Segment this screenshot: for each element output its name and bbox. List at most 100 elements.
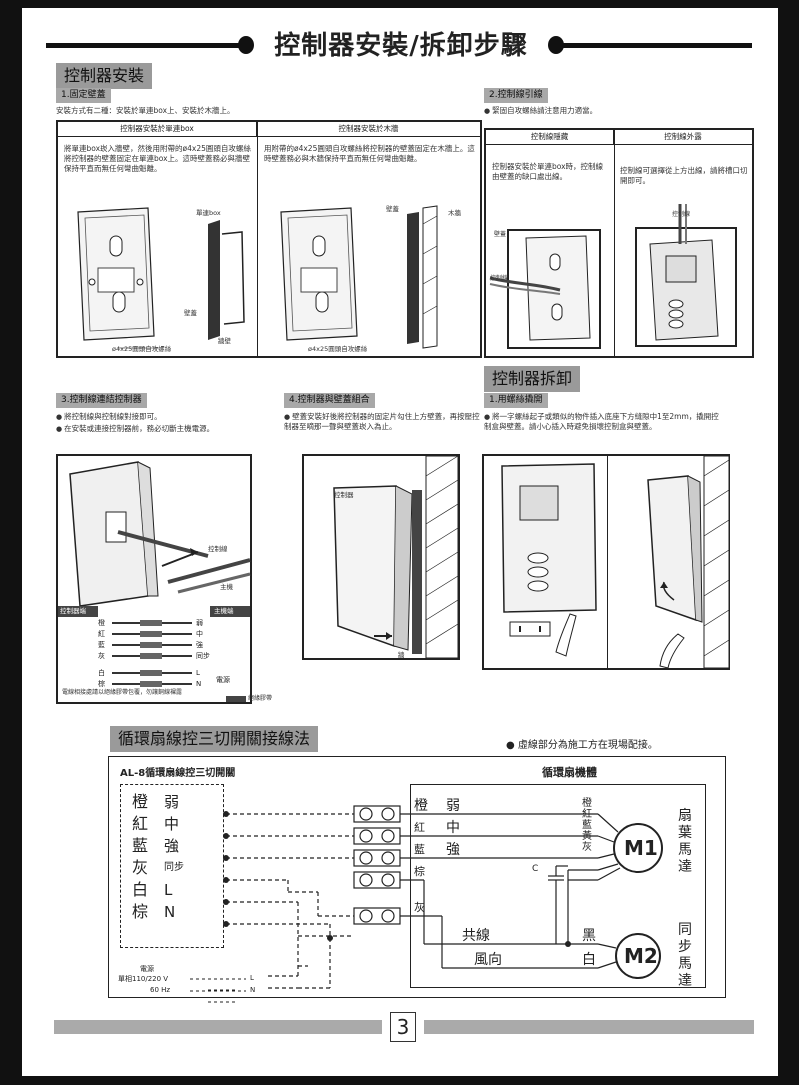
wire-left-3: 灰 [98, 652, 105, 660]
assemble-drawing [333, 455, 459, 659]
lbl-step2-wire: 控制線 [490, 275, 509, 282]
func-label-1: 中 [446, 820, 460, 836]
wire-left-2: 藍 [98, 641, 105, 649]
term-label-3: 棕 [414, 865, 425, 878]
step1-col2-text: 用附帶的ø4x25圓頭自攻螺絲將控制器的壁蓋固定在木牆上。這時壁蓋務必與木牆保持… [264, 144, 475, 163]
switch-outline [120, 784, 224, 948]
remove-heading: 控制器拆卸 [484, 366, 581, 392]
switch-row-func: 弱 [164, 793, 180, 811]
switch-row-0: 橙弱 [126, 792, 226, 812]
lbl-cover: 壁蓋 [184, 309, 197, 317]
step3-bullet1: 將控制線與控制線對接即可。 [56, 412, 266, 422]
power-lines [190, 978, 246, 992]
step3-label: 3.控制線連結控制器 [56, 393, 147, 408]
switch-row-func: 同步 [164, 862, 184, 873]
wire-tape-1 [140, 631, 162, 637]
term-label-2: 藍 [414, 843, 425, 856]
cap-label: C [532, 864, 539, 874]
m2-wire-1: 白 [582, 952, 596, 968]
wire-tape-2 [140, 642, 162, 648]
switch-row-3: 灰同步 [126, 858, 226, 878]
wire-right-4: L [196, 669, 200, 677]
switch-row-func: 中 [164, 815, 180, 833]
m2-label: M2 [624, 944, 658, 968]
wire-connect-drawing [69, 461, 251, 607]
switch-row-1: 紅中 [126, 814, 226, 834]
func-label-0: 弱 [446, 798, 460, 814]
step4-text: 壁蓋安裝好後將控制器的固定片勾住上方壁蓋，再按壓控制器至嘀那一聲與壁蓋崁入為止。 [284, 412, 480, 432]
step1-label: 1.固定壁蓋 [56, 88, 111, 103]
term-label-0: 橙 [414, 798, 428, 814]
step2-col1-head: 控制線隱藏 [486, 130, 614, 145]
lbl-step3-host: 主機 [220, 583, 233, 591]
page-number: 3 [390, 1012, 416, 1042]
host-end-tag: 主機端 [210, 606, 250, 617]
remove-step1-label: 1.用螺絲撬開 [484, 393, 548, 408]
hidden-wire-drawing [489, 229, 601, 349]
wire-right-3: 同步 [196, 652, 210, 660]
m1-name: 扇葉馬達 [678, 808, 692, 875]
remove-side-drawing [647, 455, 730, 669]
direction-label: 風向 [474, 952, 502, 968]
step1-col2-head: 控制器安裝於木牆 [257, 122, 480, 137]
step2-label: 2.控制線引線 [484, 88, 548, 103]
wire-right-0: 弱 [196, 619, 203, 627]
step2-col2-text: 控制線可選擇從上方出線，請將槽口切開即可。 [620, 166, 748, 185]
step2-intro: 緊固自攻螺絲請注意用力適當。 [484, 106, 754, 116]
m1-wire-2: 藍 [582, 820, 592, 831]
remove-panel [482, 454, 730, 670]
power-spec2: 60 Hz [150, 986, 171, 994]
m1-wire-1: 紅 [582, 809, 592, 820]
m1-label: M1 [624, 836, 658, 860]
wire-tape-0 [140, 620, 162, 626]
lbl-single-box: 單連box [196, 209, 221, 217]
switch-row-color: 藍 [132, 836, 149, 855]
lbl-wall: 牆壁 [218, 337, 231, 345]
wire-right-5: N [196, 680, 202, 688]
step1-col1-head: 控制器安裝於單連box [58, 122, 257, 137]
wire-left-4: 白 [98, 669, 105, 677]
power-label: 電源 [140, 965, 154, 973]
single-box-mount-drawing [77, 207, 245, 349]
switch-row-color: 紅 [132, 814, 149, 833]
wire-tape-4 [140, 670, 162, 676]
lbl-screw2: ø4x25圓頭自攻螺絲 [308, 345, 368, 353]
switch-title: AL-8循環扇線控三切開關 [120, 768, 236, 779]
lbl-step3-wire: 控制線 [208, 545, 228, 553]
manual-page: 控制器安裝/拆卸步驟 控制器安裝 1.固定壁蓋 安裝方式有二種：安裝於單連box… [22, 8, 778, 1076]
power-n: N [250, 986, 256, 994]
wire-tape-5 [140, 681, 162, 687]
wire-left-5: 棕 [98, 680, 105, 688]
wire-right-2: 強 [196, 641, 203, 649]
term-label-4: 灰 [414, 901, 425, 914]
tape-label: 絕緣膠帶 [248, 695, 273, 702]
power-spec1: 單相110/220 V [118, 975, 169, 983]
exposed-wire-drawing [635, 204, 737, 347]
lbl-screw1: ø4x25圓頭自攻螺絲 [112, 345, 172, 353]
lbl-step2-cover: 壁蓋 [494, 231, 507, 238]
title-rule-left [46, 43, 246, 48]
switch-row-2: 藍強 [126, 836, 226, 856]
step1-col-divider [257, 122, 258, 356]
wire-right-1: 中 [196, 630, 203, 638]
step3-bullet2: 在安裝或連接控制器前，務必切斷主機電源。 [56, 424, 256, 434]
step2-col1-text: 控制器安裝於單連box時，控制線由壁蓋的缺口處出線。 [492, 162, 604, 181]
ctrl-end-tag: 控制器端 [58, 606, 98, 617]
switch-row-func: N [164, 903, 176, 921]
power-l: L [250, 974, 254, 982]
step1-panel: 控制器安裝於單連box 控制器安裝於木牆 將單連box崁入牆壁，然後用附帶的ø4… [56, 120, 482, 358]
step4-panel: 控制器 牆 [302, 454, 460, 660]
switch-row-color: 白 [132, 880, 149, 899]
wire-left-0: 橙 [98, 619, 105, 627]
wiring-note: ● 虛線部分為施工方在現場配接。 [506, 740, 658, 751]
tape-swatch [226, 696, 246, 702]
wiring-note-text: 虛線部分為施工方在現場配接。 [517, 740, 658, 751]
m1-wire-4: 灰 [582, 842, 592, 853]
wood-wall-mount-drawing [280, 205, 438, 349]
remove-front-drawing [501, 463, 597, 657]
step1-intro: 安裝方式有二種：安裝於單連box上、安裝於木牆上。 [56, 106, 235, 115]
step1-col1-text: 將單連box崁入牆壁，然後用附帶的ø4x25圓頭自攻螺絲將控制器的壁蓋固定在單連… [64, 144, 251, 173]
